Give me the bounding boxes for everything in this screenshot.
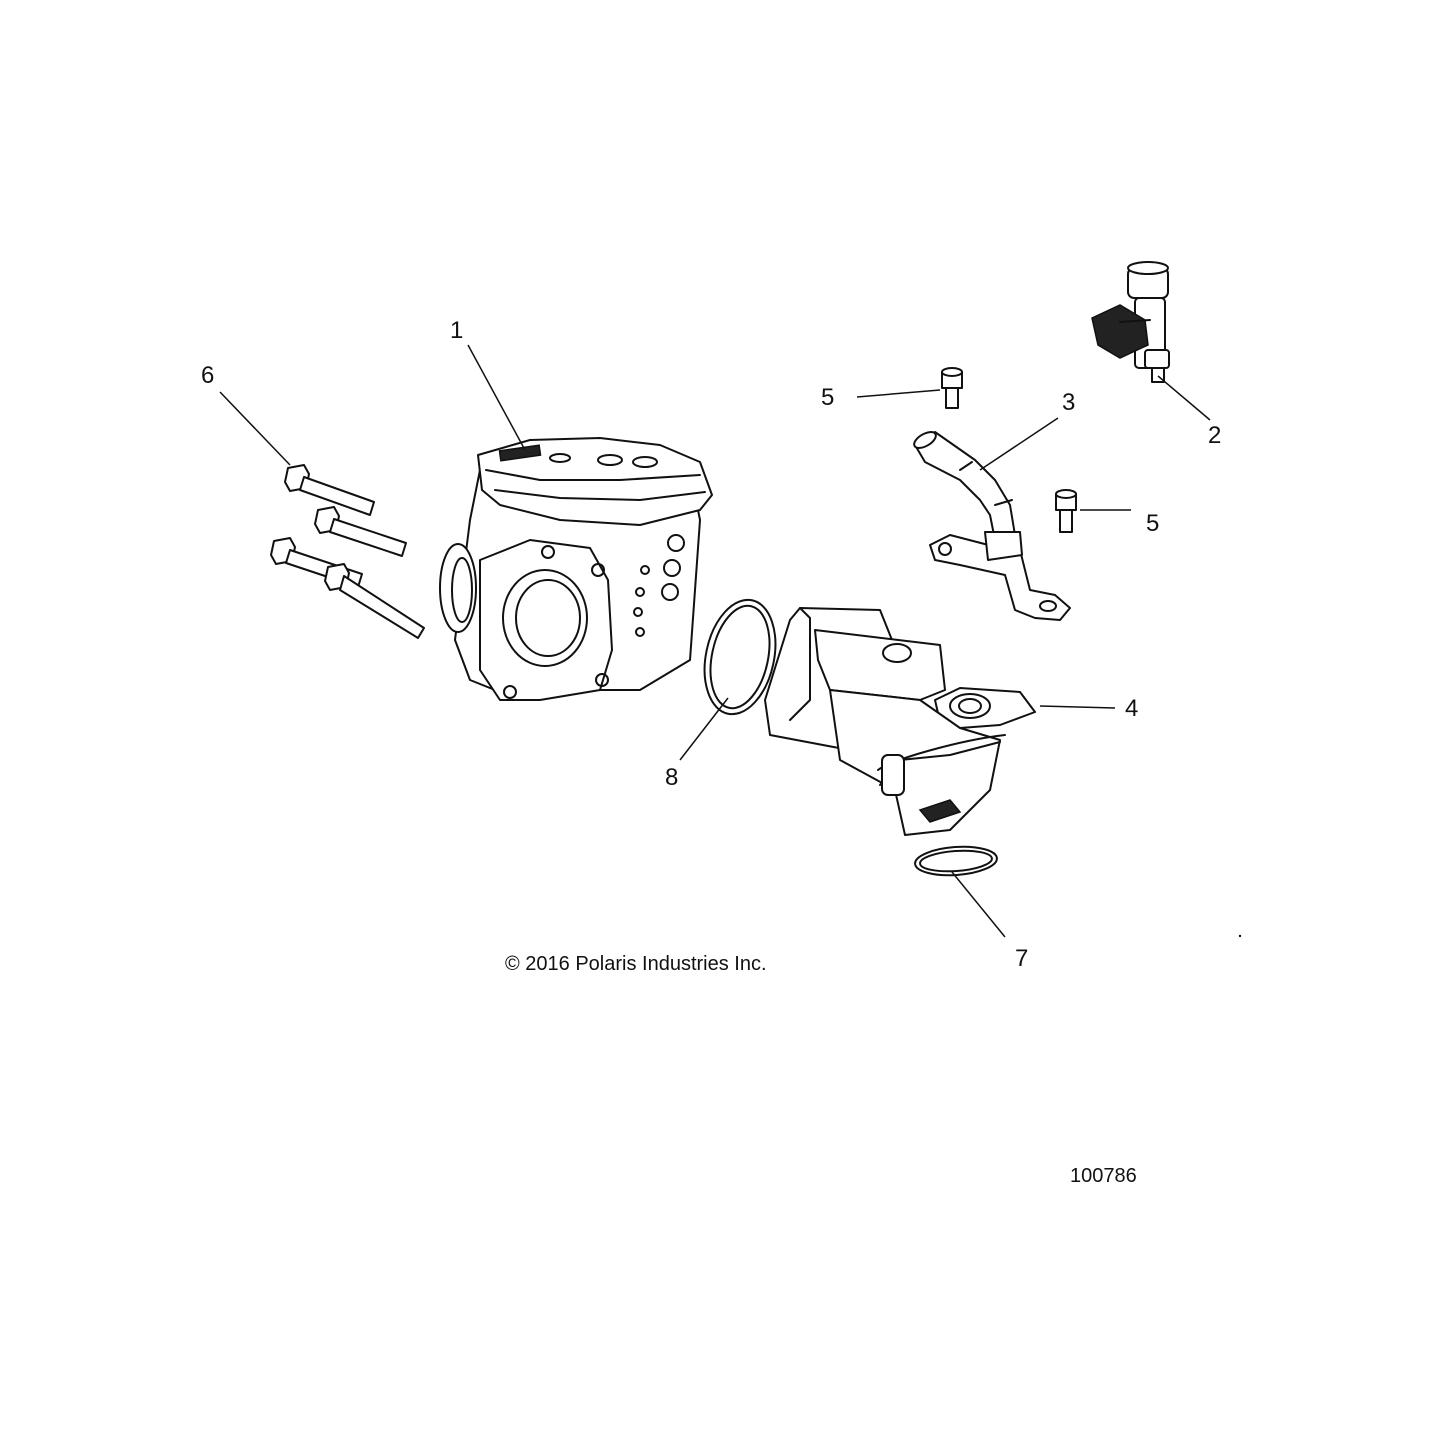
o-ring-7 (914, 845, 998, 877)
intake-adapter-4 (764, 607, 1036, 836)
figure-number: 100786 (1070, 1165, 1137, 1187)
stray-dot (1238, 934, 1242, 938)
leader-line-6 (219, 391, 291, 466)
leader-line-4 (1039, 705, 1116, 709)
bolt-set-6 (270, 464, 425, 639)
screw-5a (941, 367, 963, 409)
copyright-notice: © 2016 Polaris Industries Inc. (505, 953, 767, 975)
callout-5a: 5 (821, 384, 834, 411)
callout-7: 7 (1015, 945, 1028, 972)
fuel-injector-2 (1091, 261, 1170, 383)
fuel-rail-bracket-3 (913, 431, 1071, 621)
callout-1: 1 (450, 317, 463, 344)
throttle-body-1 (439, 437, 713, 701)
bolt (324, 563, 425, 639)
callout-5b: 5 (1146, 510, 1159, 537)
screw-5b (1055, 489, 1077, 533)
callout-3: 3 (1062, 389, 1075, 416)
bolt (314, 506, 407, 557)
leader-line-1 (467, 344, 526, 451)
leader-line-2 (1157, 375, 1211, 421)
o-ring-8 (703, 598, 777, 716)
callout-2: 2 (1208, 422, 1221, 449)
leader-line-3 (979, 417, 1059, 471)
callout-8: 8 (665, 764, 678, 791)
o-ring-8-inner (709, 604, 771, 710)
leader-line-8 (679, 697, 729, 761)
leader-line-7 (951, 871, 1006, 938)
leader-line-5a (856, 389, 941, 398)
o-ring-7-inner (919, 849, 993, 873)
callout-6: 6 (201, 362, 214, 389)
bolt (284, 464, 375, 516)
callout-4: 4 (1125, 695, 1138, 722)
